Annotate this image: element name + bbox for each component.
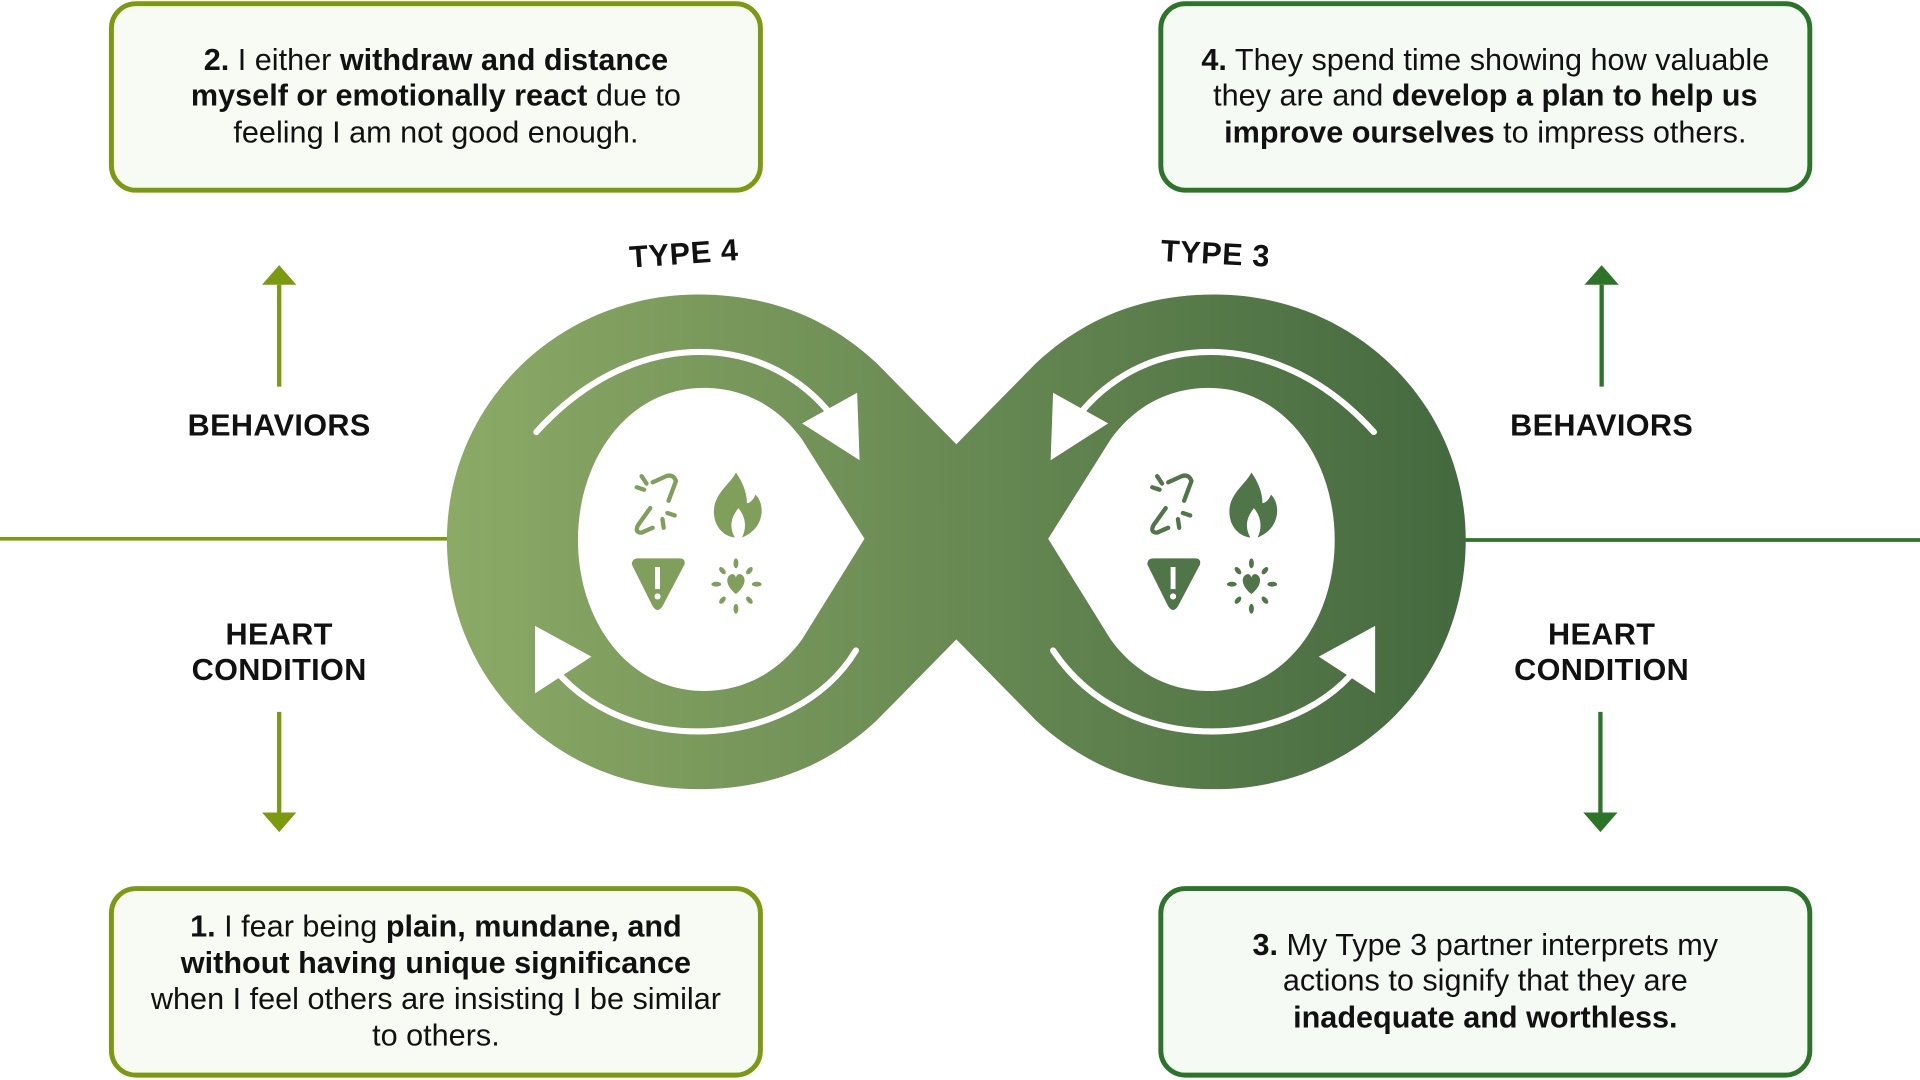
- heart-label-line1: HEART: [1547, 617, 1656, 652]
- left-behaviors-label: BEHAVIORS: [187, 408, 371, 444]
- left-bottom-arrowhead: [535, 625, 592, 694]
- fire-icon: [713, 472, 762, 538]
- step-emphasis: withdraw and distance myself or emotiona…: [190, 42, 669, 114]
- type-3-label: TYPE 3: [1160, 234, 1271, 275]
- step-emphasis: plain, mundane, and without having uniqu…: [180, 909, 692, 980]
- step-4-box: 4. They spend time showing how valuable …: [1158, 1, 1813, 193]
- broken-link-icon: [634, 473, 679, 535]
- left-heart-condition-label: HEART CONDITION: [157, 617, 402, 688]
- step-emphasis: inadequate and worthless.: [1293, 999, 1678, 1035]
- radiant-heart-icon: [1226, 558, 1278, 614]
- right-heart-arrowhead: [1583, 812, 1618, 833]
- left-top-arrowhead: [802, 392, 860, 461]
- right-top-arrowhead: [1050, 392, 1109, 461]
- heart-label-line2: CONDITION: [1514, 652, 1690, 688]
- type-4-label: TYPE 4: [628, 233, 740, 276]
- step-2-box: 2. I either withdraw and distance myself…: [108, 1, 763, 193]
- broken-link-icon: [1150, 473, 1194, 535]
- left-icon-cluster: [631, 472, 762, 614]
- step-emphasis: develop a plan to help us improve oursel…: [1224, 78, 1758, 150]
- step-text: to impress others.: [1494, 115, 1747, 150]
- step-number: 3.: [1252, 927, 1279, 962]
- right-top-flow-line: [1059, 348, 1377, 443]
- right-heart-condition-label: HEART CONDITION: [1479, 617, 1724, 688]
- step-number: 1.: [190, 909, 216, 944]
- heart-label-line1: HEART: [225, 617, 333, 652]
- left-bottom-flow-line: [538, 647, 859, 735]
- radiant-heart-icon: [711, 558, 762, 614]
- step-text: I either: [229, 42, 340, 78]
- right-bottom-arrowhead: [1318, 625, 1376, 694]
- right-icon-cluster: [1147, 472, 1278, 614]
- step-number: 2.: [203, 42, 230, 78]
- step-number: 4.: [1201, 42, 1227, 78]
- infinity-loop: [446, 294, 1466, 790]
- step-text: due to feeling I am not good enough.: [233, 78, 681, 150]
- warning-icon: [631, 558, 685, 610]
- right-bottom-flow-line: [1050, 647, 1373, 735]
- left-behaviors-arrowhead: [262, 265, 297, 285]
- left-heart-arrowhead: [262, 812, 297, 833]
- step-text: I fear being: [215, 909, 386, 944]
- step-text: They spend time showing how valuable the…: [1213, 42, 1770, 114]
- fire-icon: [1229, 472, 1278, 538]
- right-behaviors-label: BEHAVIORS: [1510, 408, 1694, 444]
- step-3-box: 3. My Type 3 partner interprets my actio…: [1158, 886, 1813, 1078]
- step-text: when I feel others are insisting I be si…: [150, 981, 721, 1053]
- heart-label-line2: CONDITION: [191, 652, 367, 688]
- right-behaviors-arrowhead: [1584, 265, 1619, 285]
- step-text: My Type 3 partner interprets my actions …: [1278, 927, 1719, 999]
- warning-icon: [1147, 558, 1201, 610]
- step-1-box: 1. I fear being plain, mundane, and with…: [108, 886, 763, 1078]
- left-top-flow-line: [533, 348, 851, 443]
